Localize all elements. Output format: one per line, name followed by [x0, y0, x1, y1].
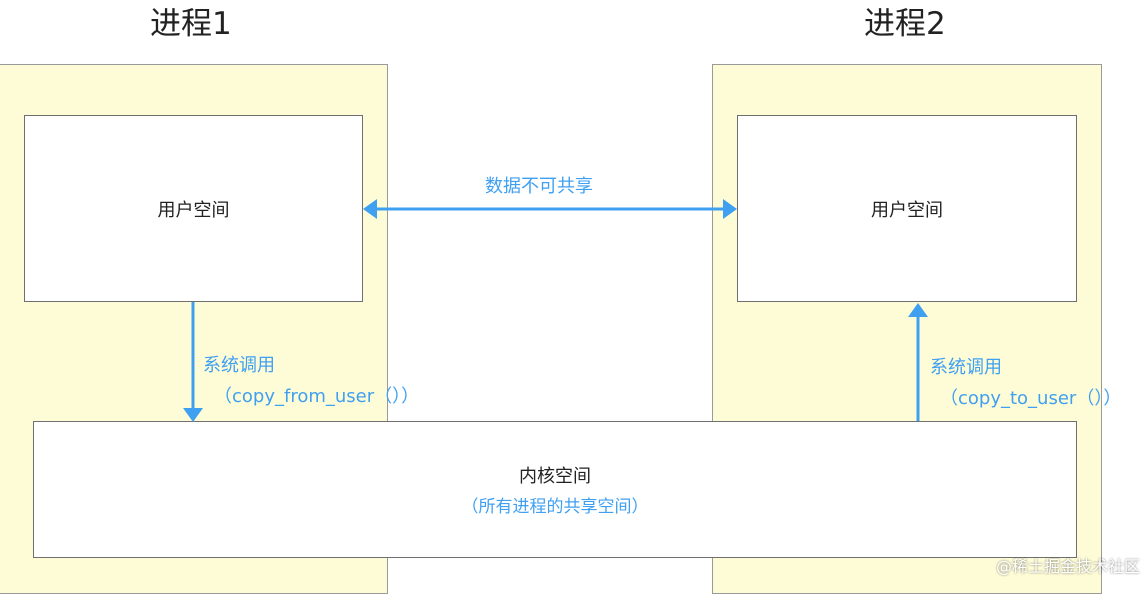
process-1-user-space: 用户空间: [24, 115, 363, 302]
process-2-user-space: 用户空间: [737, 115, 1077, 302]
process-2-user-space-label: 用户空间: [871, 199, 943, 221]
kernel-space: 内核空间 （所有进程的共享空间）: [33, 421, 1077, 558]
kernel-space-sublabel: （所有进程的共享空间）: [461, 497, 649, 517]
no-share-double-arrow: [363, 199, 737, 219]
kernel-space-label: 内核空间: [519, 466, 591, 487]
syscall-up-label: 系统调用: [930, 357, 1002, 378]
syscall-up-function: （copy_to_user（））: [940, 388, 1122, 409]
watermark: @稀土掘金技术社区: [995, 557, 1140, 576]
syscall-down-function: （copy_from_user（））: [214, 386, 420, 407]
no-share-label: 数据不可共享: [485, 176, 593, 197]
process-1-title: 进程1: [150, 6, 232, 42]
process-2-title: 进程2: [864, 6, 946, 42]
process-1-user-space-label: 用户空间: [157, 199, 230, 221]
syscall-down-label: 系统调用: [203, 355, 275, 376]
